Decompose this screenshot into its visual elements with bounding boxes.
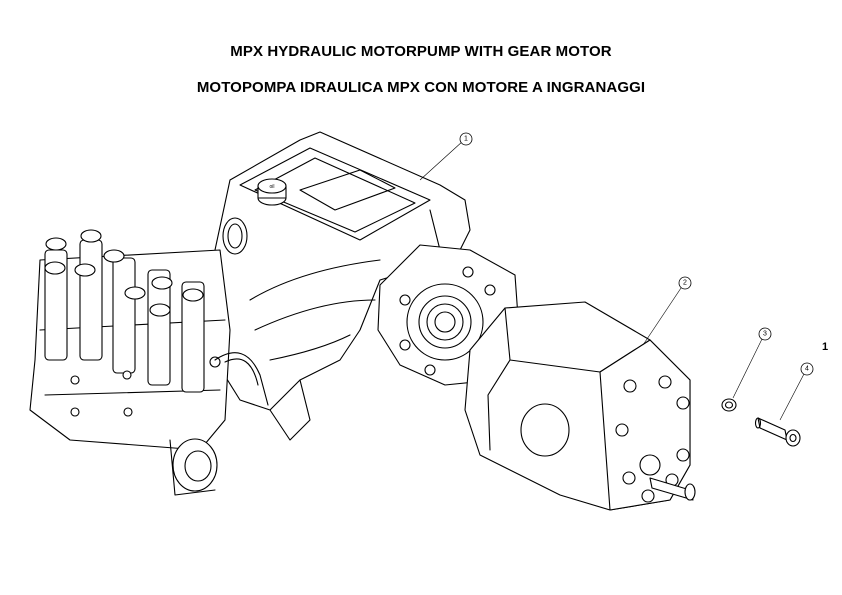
callout-4-label: 4: [805, 366, 809, 373]
page-marker: 1: [822, 341, 829, 353]
svg-text:oil: oil: [269, 184, 274, 190]
callout-2-label: 2: [683, 280, 687, 287]
motor-bolts: [615, 375, 690, 503]
callout-2: 2: [678, 276, 692, 290]
title-english: MPX HYDRAULIC MOTORPUMP WITH GEAR MOTOR: [230, 43, 612, 60]
gear-motor: [464, 301, 696, 511]
callout-4: 4: [800, 362, 814, 376]
valve-head: [29, 229, 269, 496]
title-italian: MOTOPOMPA IDRAULICA MPX CON MOTORE A ING…: [196, 79, 646, 96]
callout-3-label: 3: [763, 331, 767, 338]
callout-3: 3: [758, 327, 772, 341]
hex-caps: [44, 229, 204, 317]
leader-lines: [419, 140, 806, 421]
pump-body: oil: [204, 131, 471, 441]
callout-1: 1: [459, 132, 473, 146]
washer: [721, 398, 737, 412]
screw: [754, 417, 801, 447]
callout-1-label: 1: [464, 136, 468, 143]
